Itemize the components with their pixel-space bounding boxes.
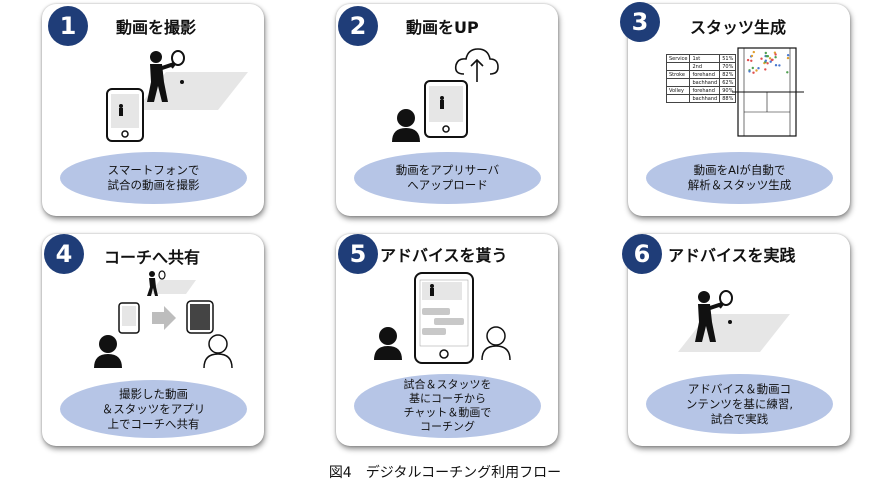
- step-description: 動画をAIが自動で解析＆スタッツ生成: [646, 152, 833, 204]
- stats-cell: forehand: [689, 70, 721, 79]
- shot-dot: [786, 56, 790, 60]
- stats-cell: 2nd: [689, 62, 721, 71]
- shot-dot: [778, 64, 781, 67]
- step-title: 動画を撮影: [116, 18, 197, 37]
- stats-cell: bachhand: [689, 78, 721, 87]
- step-title: スタッツ生成: [690, 18, 787, 37]
- shot-dot: [750, 59, 753, 62]
- step-card-6: 6 アドバイスを実践 アドバイス＆動画コンテンツを基に練習,試合で実践: [622, 234, 850, 446]
- shot-dot: [768, 57, 772, 60]
- shot-dot: [752, 71, 755, 74]
- user-icon: [392, 109, 420, 142]
- stats-cell: 88%: [719, 94, 737, 103]
- smartphone-chat-icon: [414, 272, 474, 364]
- step-description: 動画をアプリサーバへアップロード: [354, 152, 541, 204]
- shot-dot: [764, 68, 767, 71]
- shot-dot: [774, 64, 778, 67]
- step-number-badge: 4: [44, 234, 84, 274]
- shot-dot: [774, 53, 777, 56]
- arrow-right-icon: [152, 306, 176, 330]
- step-card-4: 4 コーチへ共有 撮影した動画＆スタッツをアプリ上でコーチへ共有: [42, 234, 264, 446]
- shot-dot: [769, 60, 772, 63]
- coach-outline-icon: [481, 326, 511, 361]
- stats-cell: 1st: [689, 54, 721, 63]
- step-number-badge: 1: [48, 6, 88, 46]
- step-number-badge: 2: [338, 6, 378, 46]
- stats-cell: [665, 94, 691, 103]
- tennis-court-heatmap-icon: [732, 47, 804, 137]
- step-description: 試合＆スタッツを基にコーチからチャット＆動画でコーチング: [354, 374, 541, 438]
- shot-dot: [773, 51, 777, 54]
- step-number-badge: 5: [338, 234, 378, 274]
- shot-dot: [786, 54, 790, 57]
- step-number-badge: 6: [622, 234, 662, 274]
- user-icon: [94, 335, 122, 368]
- shot-dot: [746, 58, 750, 62]
- shot-dot: [764, 51, 767, 55]
- step-title: コーチへ共有: [104, 248, 201, 267]
- coach-outline-icon: [203, 334, 233, 369]
- step-title: 動画をUP: [406, 18, 479, 37]
- shot-dot: [757, 67, 760, 70]
- step-card-1: 1 動画を撮影 スマートフォンで試合の動画を撮影: [42, 4, 264, 216]
- step-card-2: 2 動画をUP 動画をアプリサーバへアップロード: [336, 4, 558, 216]
- user-icon: [374, 327, 402, 360]
- stats-cell: Volley: [665, 86, 691, 95]
- stats-cell: [665, 62, 691, 71]
- shot-dot: [765, 55, 768, 58]
- step-title: アドバイスを実践: [668, 246, 796, 265]
- smartphone-icon: [424, 80, 468, 138]
- shot-dot: [760, 57, 763, 60]
- stats-cell: bachhand: [689, 94, 721, 103]
- step-description: スマートフォンで試合の動画を撮影: [60, 152, 247, 204]
- tablet-icon: [186, 300, 214, 334]
- step-title: アドバイスを貰う: [380, 246, 508, 265]
- stats-cell: Service: [665, 54, 691, 63]
- tennis-player-icon: [147, 270, 166, 296]
- court-shadow-icon: [150, 280, 196, 294]
- smartphone-icon: [118, 302, 140, 334]
- shot-dot: [786, 71, 789, 74]
- stats-cell: forehand: [689, 86, 721, 95]
- figure-caption: 図4 デジタルコーチング利用フロー: [328, 465, 562, 481]
- cloud-upload-icon: [454, 48, 499, 82]
- step-card-5: 5 アドバイスを貰う 試合＆スタッツを基にコーチからチャット＆動画でコーチング: [336, 234, 558, 446]
- shot-dot: [748, 70, 751, 73]
- shot-dot: [774, 56, 777, 59]
- stats-cell: [665, 78, 691, 87]
- shot-dot: [755, 69, 758, 72]
- shot-dot: [750, 54, 754, 58]
- stats-cell: Stroke: [665, 70, 691, 79]
- tennis-player-icon: [695, 290, 733, 342]
- tennis-player-icon: [147, 50, 185, 102]
- step-description: アドバイス＆動画コンテンツを基に練習,試合で実践: [646, 374, 833, 434]
- step-description: 撮影した動画＆スタッツをアプリ上でコーチへ共有: [60, 380, 247, 438]
- step-number-badge: 3: [620, 2, 660, 42]
- shot-dot: [771, 58, 774, 61]
- smartphone-icon: [106, 88, 144, 142]
- shot-dot: [752, 50, 755, 54]
- shot-dot: [751, 66, 754, 70]
- shot-dot: [764, 59, 767, 62]
- shot-dot: [766, 62, 769, 65]
